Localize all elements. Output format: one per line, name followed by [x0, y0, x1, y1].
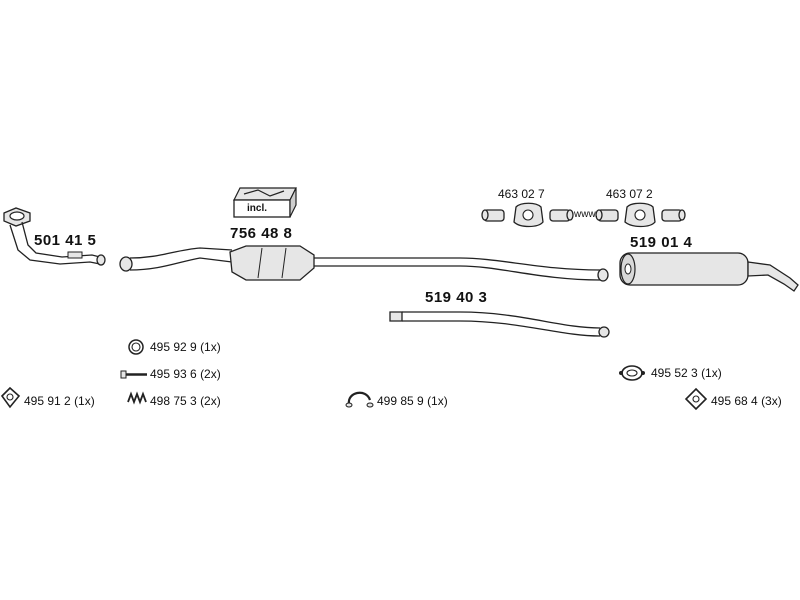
part-number-519014: 519 01 4 — [630, 234, 693, 251]
accessory-number: 499 85 9 — [377, 394, 424, 408]
accessory-number: 495 91 2 — [24, 394, 71, 408]
accessory-qty: (1x) — [701, 366, 722, 380]
accessory-495936: 495 93 6 (2x) — [150, 368, 221, 380]
part-number-463027: 463 02 7 — [498, 187, 545, 201]
accessory-qty: (2x) — [200, 367, 221, 381]
part-number-501415: 501 41 5 — [34, 232, 97, 249]
accessory-qty: (1x) — [427, 394, 448, 408]
accessory-number: 495 52 3 — [651, 366, 698, 380]
part-number-519403: 519 40 3 — [425, 289, 488, 306]
accessory-495912: 495 91 2 (1x) — [24, 395, 95, 407]
connector-text: www. — [574, 209, 598, 220]
clamp-icon — [481, 202, 574, 228]
part-number-463072: 463 07 2 — [606, 187, 653, 201]
accessory-qty: (2x) — [200, 394, 221, 408]
front-pipe-icon — [3, 207, 106, 266]
clamp-icon — [595, 202, 686, 228]
u-clamp-icon — [345, 391, 374, 408]
ring-gasket-icon — [128, 339, 144, 355]
accessory-qty: (1x) — [200, 340, 221, 354]
rubber-hanger-icon — [684, 387, 708, 411]
flange-gasket-icon — [0, 386, 21, 409]
bolt-icon — [120, 370, 147, 379]
accessory-499859: 499 85 9 (1x) — [377, 395, 448, 407]
accessory-qty: (3x) — [761, 394, 782, 408]
kit-box-icon — [233, 187, 297, 218]
rear-silencer-icon — [619, 252, 799, 292]
kit-included-badge: incl. — [247, 203, 268, 214]
catalytic-converter-icon — [119, 245, 609, 282]
mounting-ring-icon — [619, 365, 645, 381]
accessory-number: 495 93 6 — [150, 367, 197, 381]
accessory-number: 495 92 9 — [150, 340, 197, 354]
accessory-495929: 495 92 9 (1x) — [150, 341, 221, 353]
middle-pipe-icon — [389, 311, 610, 338]
accessory-495523: 495 52 3 (1x) — [651, 367, 722, 379]
accessory-qty: (1x) — [74, 394, 95, 408]
accessory-495684: 495 68 4 (3x) — [711, 395, 782, 407]
accessory-498753: 498 75 3 (2x) — [150, 395, 221, 407]
accessory-number: 498 75 3 — [150, 394, 197, 408]
accessory-number: 495 68 4 — [711, 394, 758, 408]
spring-icon — [127, 391, 147, 405]
part-number-756488: 756 48 8 — [230, 225, 293, 242]
